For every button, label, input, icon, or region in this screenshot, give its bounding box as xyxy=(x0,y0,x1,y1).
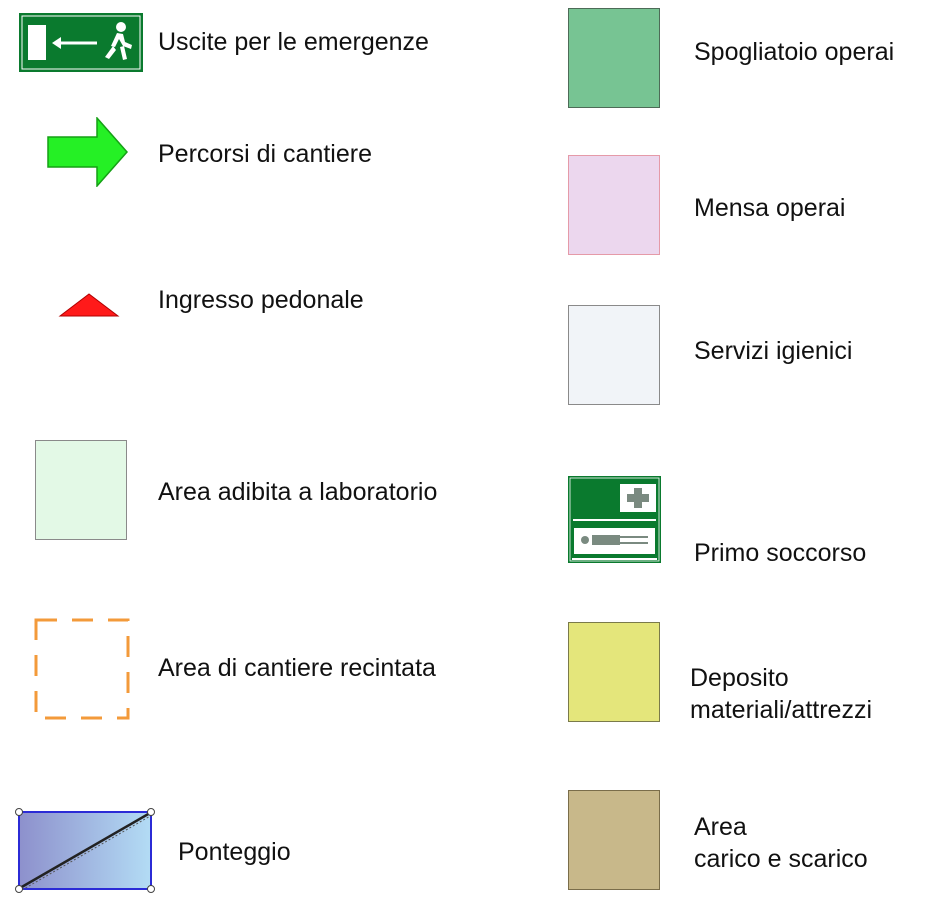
emergency-exit-icon xyxy=(19,13,143,72)
scaffolding-icon xyxy=(14,806,156,894)
first-aid-icon xyxy=(568,476,661,563)
storage-swatch xyxy=(568,622,660,722)
toilets-swatch xyxy=(568,305,660,405)
legend-label-toilets: Servizi igienici xyxy=(694,337,853,365)
dashed-fence-icon xyxy=(33,617,131,721)
loading-area-swatch xyxy=(568,790,660,890)
canteen-swatch xyxy=(568,155,660,255)
green-arrow-icon xyxy=(47,116,129,188)
lab-area-swatch xyxy=(35,440,127,540)
legend-label-scaffolding: Ponteggio xyxy=(178,838,291,866)
legend-label-first-aid: Primo soccorso xyxy=(694,539,867,567)
legend-label-changing-room: Spogliatoio operai xyxy=(694,38,895,66)
legend-label-loading-line2: carico e scarico xyxy=(694,845,868,873)
legend-label-storage-line1: Deposito xyxy=(690,664,789,692)
legend-label-site-routes: Percorsi di cantiere xyxy=(158,140,372,168)
red-triangle-icon xyxy=(58,292,120,318)
legend-label-storage-line2: materiali/attrezzi xyxy=(690,696,872,724)
legend-label-fenced-area: Area di cantiere recintata xyxy=(158,654,436,682)
legend-label-lab-area: Area adibita a laboratorio xyxy=(158,478,438,506)
legend-label-pedestrian-entrance: Ingresso pedonale xyxy=(158,286,364,314)
legend-label-canteen: Mensa operai xyxy=(694,194,846,222)
changing-room-swatch xyxy=(568,8,660,108)
legend-label-loading-line1: Area xyxy=(694,813,747,841)
legend-label-emergency-exit: Uscite per le emergenze xyxy=(158,28,429,56)
